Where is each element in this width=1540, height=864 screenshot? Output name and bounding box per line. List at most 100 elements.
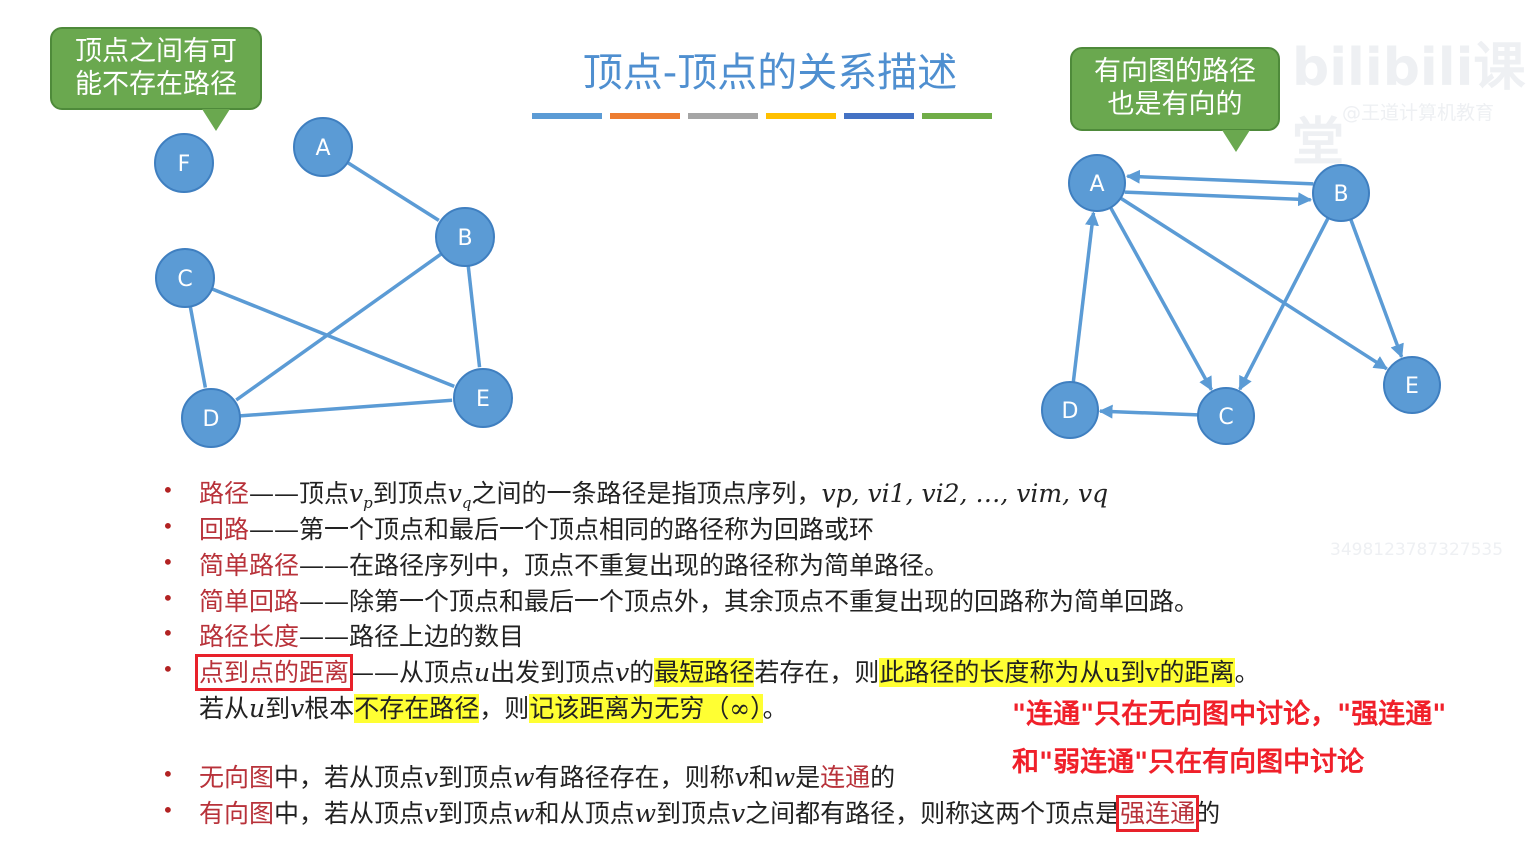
node-E — [1383, 356, 1441, 414]
text: 到顶点 — [438, 763, 514, 792]
text: 到 — [265, 694, 291, 723]
edge-B-C — [1238, 217, 1330, 391]
var: w — [513, 763, 535, 792]
callout-right: 有向图的路径 也是有向的 — [1070, 47, 1280, 152]
text: 的 — [870, 763, 896, 792]
edge-A-B — [346, 161, 440, 222]
text: 中，若从顶点 — [274, 799, 425, 828]
var: v — [424, 763, 439, 792]
highlight: 记该距离为无穷（∞） — [529, 694, 763, 723]
var: v — [349, 479, 364, 508]
node-label-E: E — [1405, 374, 1419, 399]
text: 的 — [1195, 799, 1221, 828]
text: ——顶点 — [249, 479, 350, 508]
var: v — [731, 799, 746, 828]
bullet: • — [162, 798, 174, 822]
bullet-path-length: 路径长度——路径上边的数目 — [199, 617, 524, 653]
node-A — [293, 117, 353, 177]
text: 若从 — [199, 694, 250, 723]
node-label-B: B — [457, 226, 472, 251]
divider-blue — [532, 113, 602, 119]
callout-left: 顶点之间有可 能不存在路径 — [50, 27, 262, 131]
text: 和从顶点 — [534, 799, 635, 828]
node-label-E: E — [476, 387, 490, 412]
node-label-A: A — [1089, 172, 1104, 197]
highlight: 最短路径 — [654, 658, 755, 687]
text: 出发到顶点 — [490, 658, 616, 687]
text: ——第一个顶点和最后一个顶点相同的路径称为回路或环 — [249, 515, 875, 544]
var: u — [474, 658, 491, 687]
text: 到顶点 — [438, 799, 514, 828]
callout-left-line1: 顶点之间有可 — [75, 36, 237, 67]
edge-B-E — [466, 265, 482, 368]
bullet: • — [162, 621, 174, 645]
edge-B-E — [1349, 218, 1404, 359]
sub: q — [461, 494, 472, 512]
term-strongly-connected: 强连通 — [1116, 795, 1200, 832]
text: ——路径上边的数目 — [299, 622, 525, 651]
divider-green — [922, 113, 992, 119]
edge-C-D — [188, 306, 208, 388]
term-path-length: 路径长度 — [199, 622, 300, 651]
text: ——在路径序列中，顶点不重复出现的路径称为简单路径。 — [299, 551, 950, 580]
edge-C-D — [1098, 404, 1199, 419]
text: 根本 — [304, 694, 355, 723]
var: u — [249, 694, 266, 723]
node-label-C: C — [1218, 405, 1233, 430]
watermark-sub: @王道计算机教育 — [1342, 102, 1495, 124]
text: 。 — [1234, 658, 1260, 687]
highlight: 不存在路径 — [354, 694, 480, 723]
term-simple-path: 简单路径 — [199, 551, 300, 580]
bullet-distance: 点到点的距离——从顶点u出发到顶点v的最短路径若存在，则此路径的长度称为从u到v… — [194, 653, 1260, 691]
edge-C-E — [211, 287, 455, 389]
var: w — [513, 799, 535, 828]
var: v — [290, 694, 305, 723]
callout-pointer — [1222, 130, 1250, 152]
bullet: • — [162, 586, 174, 610]
var: w — [634, 799, 656, 828]
callout-pointer — [202, 109, 230, 131]
edge-B-A — [1125, 169, 1314, 186]
bullet-cycle: 回路——第一个顶点和最后一个顶点相同的路径称为回路或环 — [199, 510, 874, 546]
edge-D-A — [1071, 211, 1099, 383]
bullet: • — [162, 657, 174, 681]
node-D — [181, 388, 241, 448]
edge-B-D — [235, 252, 443, 402]
text: 若存在，则 — [754, 658, 880, 687]
node-B — [435, 207, 495, 267]
divider-yellow — [766, 113, 836, 119]
text: 之间的一条路径是指顶点序列， — [471, 479, 822, 508]
sub: p — [363, 494, 373, 512]
node-C — [1197, 387, 1255, 445]
node-label-C: C — [177, 267, 192, 292]
node-C — [155, 248, 215, 308]
text: 中，若从顶点 — [274, 763, 425, 792]
color-divider — [532, 113, 992, 119]
term-connected: 连通 — [820, 763, 871, 792]
annotation-line2: 和"弱连通"只在有向图中讨论 — [1012, 747, 1365, 778]
node-F — [154, 133, 214, 193]
term: 有向图 — [199, 799, 275, 828]
text: 。 — [762, 694, 788, 723]
node-A — [1068, 154, 1126, 212]
var: v — [615, 658, 630, 687]
text: 到顶点 — [656, 799, 732, 828]
annotation-line1: "连通"只在无向图中讨论，"强连通" — [1012, 699, 1447, 730]
divider-orange — [610, 113, 680, 119]
node-D — [1041, 381, 1099, 439]
callout-right-line1: 有向图的路径 — [1094, 56, 1256, 87]
divider-gray — [688, 113, 758, 119]
bullet-connected: 无向图中，若从顶点v到顶点w有路径存在，则称v和w是连通的 — [199, 758, 895, 794]
var: v — [447, 479, 462, 508]
bullet-path: 路径——顶点vp到顶点vq之间的一条路径是指顶点序列，vp, vi1, vi2,… — [199, 474, 1108, 512]
edge-A-B — [1124, 190, 1313, 207]
bullet-strongly-connected: 有向图中，若从顶点v到顶点w和从顶点w到顶点v之间都有路径，则称这两个顶点是强连… — [199, 794, 1221, 832]
node-label-D: D — [1062, 399, 1079, 424]
watermark-logo: bilibili课堂 — [1292, 38, 1526, 173]
text: 之间都有路径，则称这两个顶点是 — [745, 799, 1121, 828]
vertex-sequence: vp, vi1, vi2, …, vim, vq — [821, 479, 1109, 508]
bullet-simple-cycle: 简单回路——除第一个顶点和最后一个顶点外，其余顶点不重复出现的回路称为简单回路。 — [199, 582, 1199, 618]
bullet: • — [162, 762, 174, 786]
